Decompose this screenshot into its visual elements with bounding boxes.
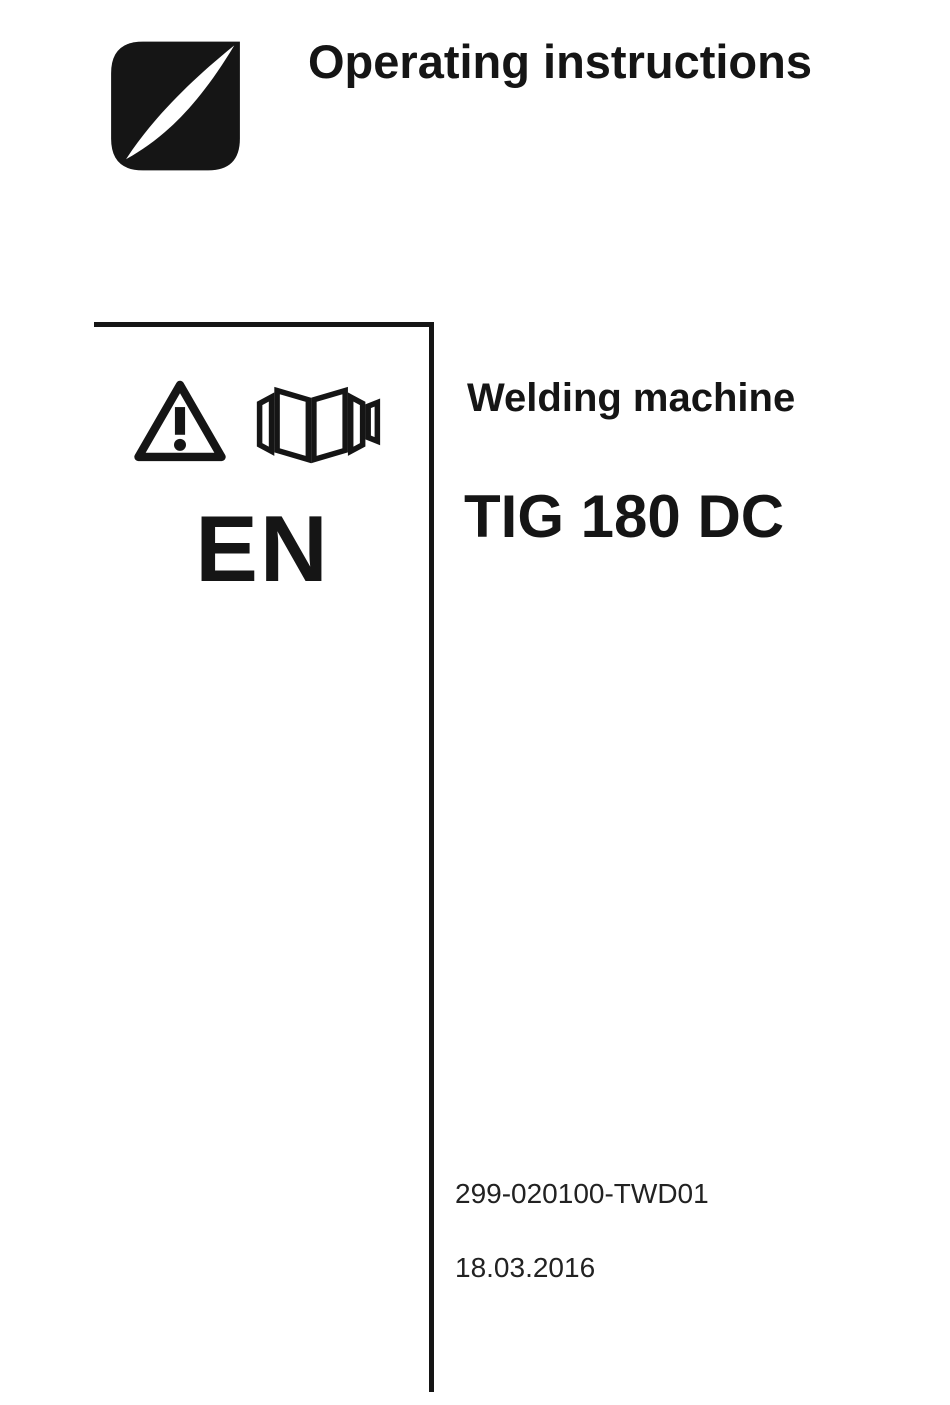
document-number: 299-020100-TWD01: [455, 1178, 709, 1209]
page-title: Operating instructions: [308, 35, 812, 88]
brand-logo-icon: [111, 41, 240, 171]
warning-triangle-icon: [132, 376, 228, 464]
model-name: TIG 180 DC: [464, 483, 785, 550]
machine-type-label: Welding machine: [467, 376, 796, 420]
divider-horizontal: [94, 322, 434, 327]
language-code: EN: [195, 496, 330, 601]
icon-row: [95, 372, 430, 467]
read-manual-book-icon: [254, 374, 394, 466]
revision-date: 18.03.2016: [455, 1252, 596, 1283]
divider-vertical: [429, 322, 434, 1392]
brand-logo: [103, 36, 248, 176]
